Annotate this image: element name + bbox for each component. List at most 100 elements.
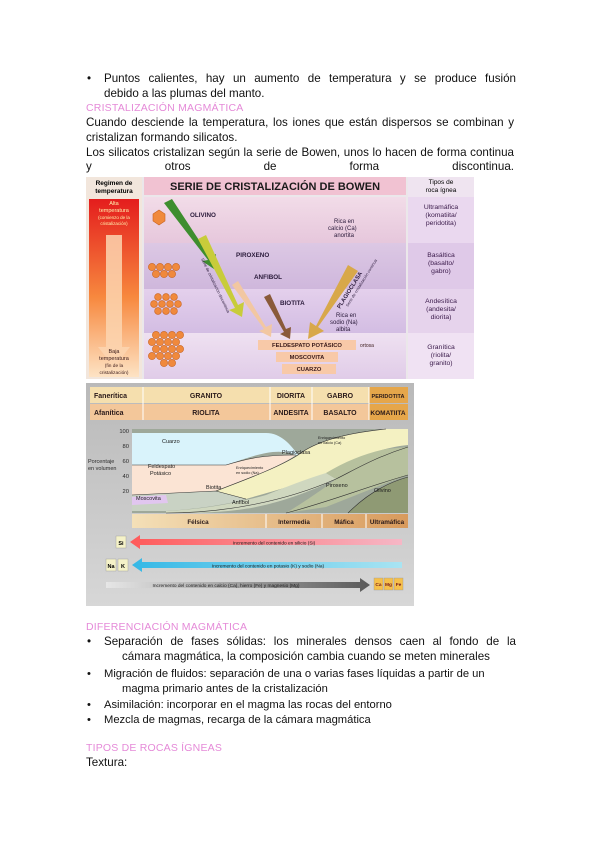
rock-type-ultramafica: (komatiita/	[425, 212, 456, 219]
rock-granito: GRANITO	[190, 393, 223, 400]
igneous-composition-figure: Fanerítica Afanítica GRANITO DIORITA GAB…	[86, 383, 414, 606]
mineral-ortosa: ortosa	[360, 343, 374, 349]
comp-mafica: Máfica	[334, 519, 354, 526]
low-temp-label: temperatura	[99, 356, 130, 362]
element-k: K	[121, 564, 125, 570]
region-piroxeno: Piroxeno	[326, 483, 348, 489]
region-cuarzo: Cuarzo	[162, 439, 180, 445]
sodium-note: Rica en	[336, 313, 356, 319]
rock-basalto: BASALTO	[323, 410, 357, 417]
rock-type-andesitica: Andesítica	[425, 298, 457, 305]
diferenciacion-bullet-cont: magma primario antes de la cristalizació…	[122, 683, 328, 695]
element-ca: Ca	[375, 582, 381, 588]
bowen-title: SERIE DE CRISTALIZACIÓN DE BOWEN	[170, 180, 380, 193]
diferenciacion-bullet: Asimilación: incorporar en el magma las …	[87, 698, 516, 713]
mineral-anfibol: ANFIBOL	[254, 274, 282, 281]
y-tick: 100	[119, 429, 129, 435]
afanitica-label: Afanítica	[94, 410, 124, 417]
enriq-ca-note: Enriquecimiento	[318, 436, 345, 440]
element-si: Si	[118, 541, 124, 547]
olivine-arrow-shape	[164, 199, 216, 269]
enriq-na-note: Enriquecimiento	[236, 466, 263, 470]
rock-type-ultramafica: Ultramáfica	[424, 204, 459, 211]
diferenciacion-bullet: Mezcla de magmas, recarga de la cámara m…	[87, 713, 516, 728]
silicon-arrow-label: Incremento del contenido en silicio (Si)	[233, 541, 316, 547]
enriq-ca-note: en calcio (Ca)	[318, 441, 342, 445]
element-fe: Fe	[396, 582, 402, 588]
y-axis-label: Porcentaje	[88, 459, 114, 465]
rock-type-andesitica: (andesita/	[426, 306, 456, 313]
mineral-biotita: BIOTITA	[280, 300, 305, 307]
region-anfibol: Anfíbol	[232, 500, 249, 506]
rock-type-andesitica: diorita)	[431, 314, 452, 321]
mineral-cuarzo: CUARZO	[297, 367, 322, 373]
word: forma	[349, 160, 380, 173]
potassium-arrow-label: Incremento del contenido en potasio (K) …	[212, 564, 325, 570]
section-heading-cristalizacion: CRISTALIZACIÓN MAGMÁTICA	[86, 102, 244, 114]
section-heading-tipos: TIPOS DE ROCAS ÍGNEAS	[86, 742, 223, 754]
potassium-arrow	[132, 558, 402, 572]
calcium-arrow-label: Incremento del contenido en calcio (Ca),…	[153, 583, 300, 589]
word: otros	[164, 160, 191, 173]
comp-felsica: Félsica	[187, 519, 209, 526]
high-temp-label: temperatura	[99, 208, 130, 214]
comp-intermedia: Intermedia	[278, 519, 310, 526]
rock-type-basaltica: gabro)	[431, 268, 451, 275]
diferenciacion-bullet: Separación de fases sólidas: los mineral…	[87, 635, 516, 650]
rock-peridotita: PERIDOTITA	[372, 394, 405, 400]
rock-type-granitica: Granítica	[427, 344, 455, 351]
calcium-note: anortita	[334, 233, 355, 239]
mineral-moscovita: MOSCOVITA	[290, 355, 325, 361]
pyroxene-arrow-shape	[198, 235, 244, 317]
rock-gabro: GABRO	[327, 393, 354, 400]
sodium-note: albita	[336, 327, 351, 333]
high-temp-label: Alta	[109, 201, 119, 207]
amphibole-arrow-shape	[232, 281, 272, 337]
comp-ultramafica: Ultramáfica	[370, 519, 405, 526]
region-moscovita: Moscovita	[136, 496, 162, 502]
word: de	[263, 160, 277, 173]
rock-type-basaltica: (basalto/	[428, 260, 454, 267]
left-header-line: temperatura	[95, 188, 133, 195]
diferenciacion-bullet-cont: cámara magmática, la composición cambia …	[122, 650, 490, 663]
rock-type-granitica: (riolita/	[431, 352, 452, 359]
intro-bullet-line2: debido a las plumas del manto.	[104, 87, 265, 100]
paragraph-line: Los silicatos cristalizan según la serie…	[86, 146, 514, 159]
mineral-feldespato: FELDESPATO POTÁSICO	[272, 342, 342, 349]
word: y	[86, 160, 92, 173]
rock-type-basaltica: Basáltica	[427, 252, 455, 259]
y-tick: 80	[123, 444, 129, 450]
element-mg: Mg	[385, 582, 392, 588]
paragraph-justified-line: y otros de forma discontinua.	[86, 160, 514, 175]
rock-type-granitica: granito)	[429, 360, 452, 367]
low-temp-label: (fin de la	[105, 363, 124, 369]
y-axis-label: en volumen	[88, 466, 116, 472]
biotite-arrow-shape	[264, 294, 291, 339]
left-header-line: Regimen de	[96, 180, 133, 187]
diferenciacion-bullet: Migración de fluidos: separación de una …	[87, 667, 516, 682]
rock-andesita: ANDESITA	[273, 410, 308, 417]
paragraph-line: cristalizan formando silicatos.	[86, 131, 238, 144]
silicon-arrow	[130, 535, 402, 549]
right-header-line: Tipos de	[429, 179, 454, 186]
high-temp-label: cristalización)	[100, 221, 128, 226]
high-temp-label: (comienzo de la	[98, 215, 130, 220]
plagioclase-arrow-shape	[308, 265, 358, 339]
rock-komatiita: KOMATIITA	[370, 410, 405, 417]
y-tick: 60	[123, 459, 129, 465]
mineral-olivino: OLIVINO	[190, 212, 216, 219]
mineral-piroxeno: PIROXENO	[236, 252, 269, 259]
section-heading-diferenciacion: DIFERENCIACIÓN MAGMÁTICA	[86, 621, 248, 633]
calcium-arrow	[106, 578, 370, 592]
textura-label: Textura:	[86, 756, 128, 769]
enriq-na-note: en sodio (Na)	[236, 471, 260, 475]
low-temp-label: Baja	[108, 349, 120, 355]
bowen-series-figure: Regimen de temperatura Alta temperatura …	[86, 177, 474, 379]
rock-diorita: DIORITA	[277, 393, 305, 400]
region-biotita: Biotita	[206, 485, 222, 491]
intro-bullet-line1: Puntos calientes, hay un aumento de temp…	[87, 72, 516, 87]
sodium-note: sodio (Na)	[330, 320, 358, 326]
region-plagioclasa: Plagioclasa	[282, 450, 311, 456]
element-na: Na	[107, 564, 115, 570]
faneritica-label: Fanerítica	[94, 393, 127, 400]
